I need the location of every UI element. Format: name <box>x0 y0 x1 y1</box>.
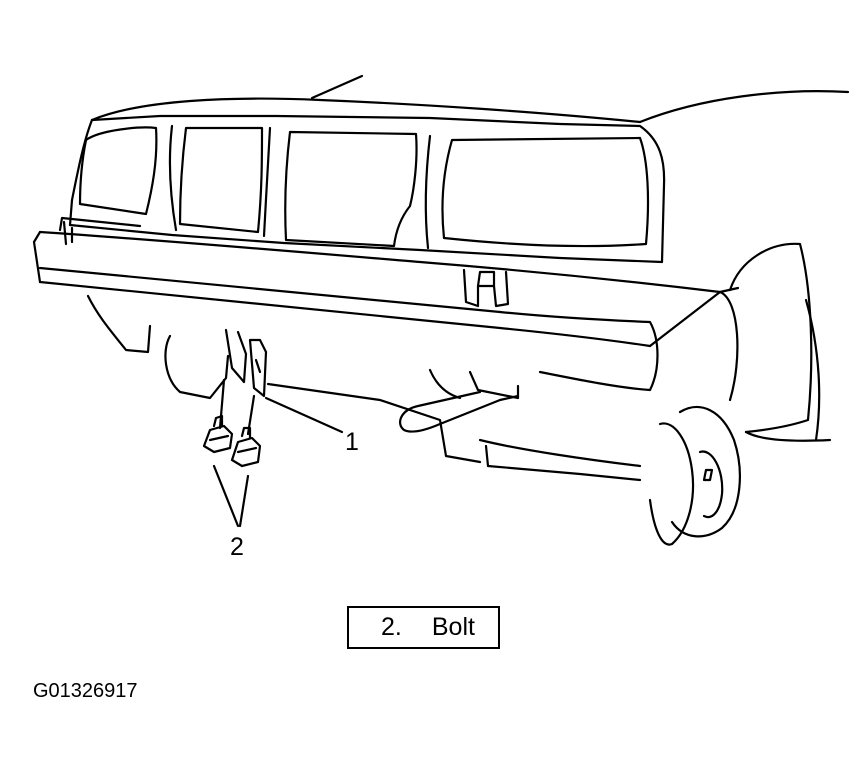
hood-outline <box>90 74 850 124</box>
parts-legend: 2. Bolt <box>347 606 500 649</box>
callout-label-2: 2 <box>230 533 244 561</box>
fender-and-wheel <box>648 242 832 546</box>
figure-id: G01326917 <box>33 680 138 702</box>
mounting-bracket <box>224 328 344 434</box>
left-headlight <box>78 126 158 216</box>
callout-label-1: 1 <box>345 428 359 456</box>
grille-frame <box>68 114 666 264</box>
front-bumper <box>32 216 740 402</box>
legend-number: 2. <box>381 613 402 641</box>
right-headlight <box>441 136 650 248</box>
bolts <box>202 378 262 528</box>
grille-openings <box>168 124 432 250</box>
legend-label: Bolt <box>431 613 475 641</box>
lower-valance <box>86 294 642 482</box>
tow-loop <box>399 390 520 433</box>
